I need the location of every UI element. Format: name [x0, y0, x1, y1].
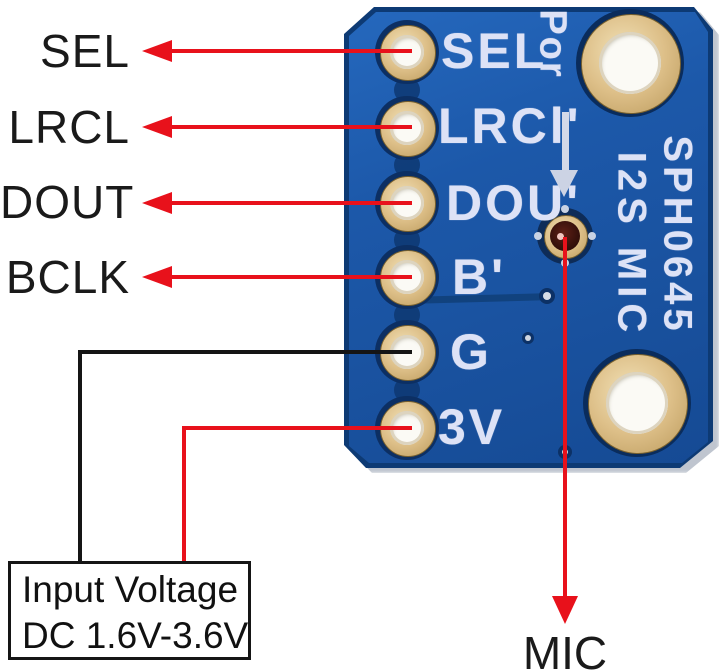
down-arrow-icon [550, 170, 578, 197]
lrcl-pin-pad [380, 101, 436, 157]
gnd-wire-horizontal [78, 350, 412, 354]
mounting-hole-top-drill [599, 32, 661, 94]
callout-label-dout: DOUT [0, 176, 135, 228]
silkscreen-sel-label: SEL [441, 23, 548, 79]
mic-port-notch [561, 205, 569, 213]
callout-label-bclk: BCLK [5, 251, 130, 303]
mic-port-glint [557, 233, 564, 240]
silkscreen-gnd-label: G [450, 324, 492, 380]
silkscreen-bclk-label: B' [452, 249, 506, 305]
lrcl-arrow-head-icon [142, 116, 172, 138]
input-voltage-line1: Input Voltage [22, 569, 239, 610]
via [525, 335, 531, 341]
via [543, 292, 551, 300]
dout-arrow-head-icon [142, 192, 172, 214]
input-voltage-box: Input Voltage DC 1.6V-3.6V [8, 561, 251, 660]
mic-port-notch [588, 232, 596, 240]
3v-wire-vertical [182, 426, 186, 563]
sel-arrow-head-icon [142, 40, 172, 62]
silkscreen-lrcl-label: LRCl' [438, 98, 582, 154]
input-voltage-line2: DC 1.6V-3.6V [22, 615, 249, 656]
mic-arrow-line [563, 237, 567, 599]
3v-wire-horizontal [182, 426, 412, 430]
mic-port-notch [534, 232, 542, 240]
bclk-arrow-head-icon [142, 266, 172, 288]
mic-label: MIC [522, 627, 608, 671]
gnd-wire-vertical [78, 350, 82, 563]
mounting-hole-bottom-drill [606, 372, 668, 434]
down-arrow-icon [562, 112, 569, 172]
callout-label-lrcl: LRCL [8, 101, 130, 153]
dout-arrow-line [168, 201, 412, 205]
lrcl-arrow-line [168, 125, 412, 129]
sel-arrow-line [168, 49, 412, 53]
mic-arrow-head-icon [552, 596, 578, 624]
bclk-arrow-line [168, 275, 412, 279]
callout-label-sel: SEL [40, 25, 130, 77]
silkscreen-3v-label: 3V [438, 399, 506, 455]
